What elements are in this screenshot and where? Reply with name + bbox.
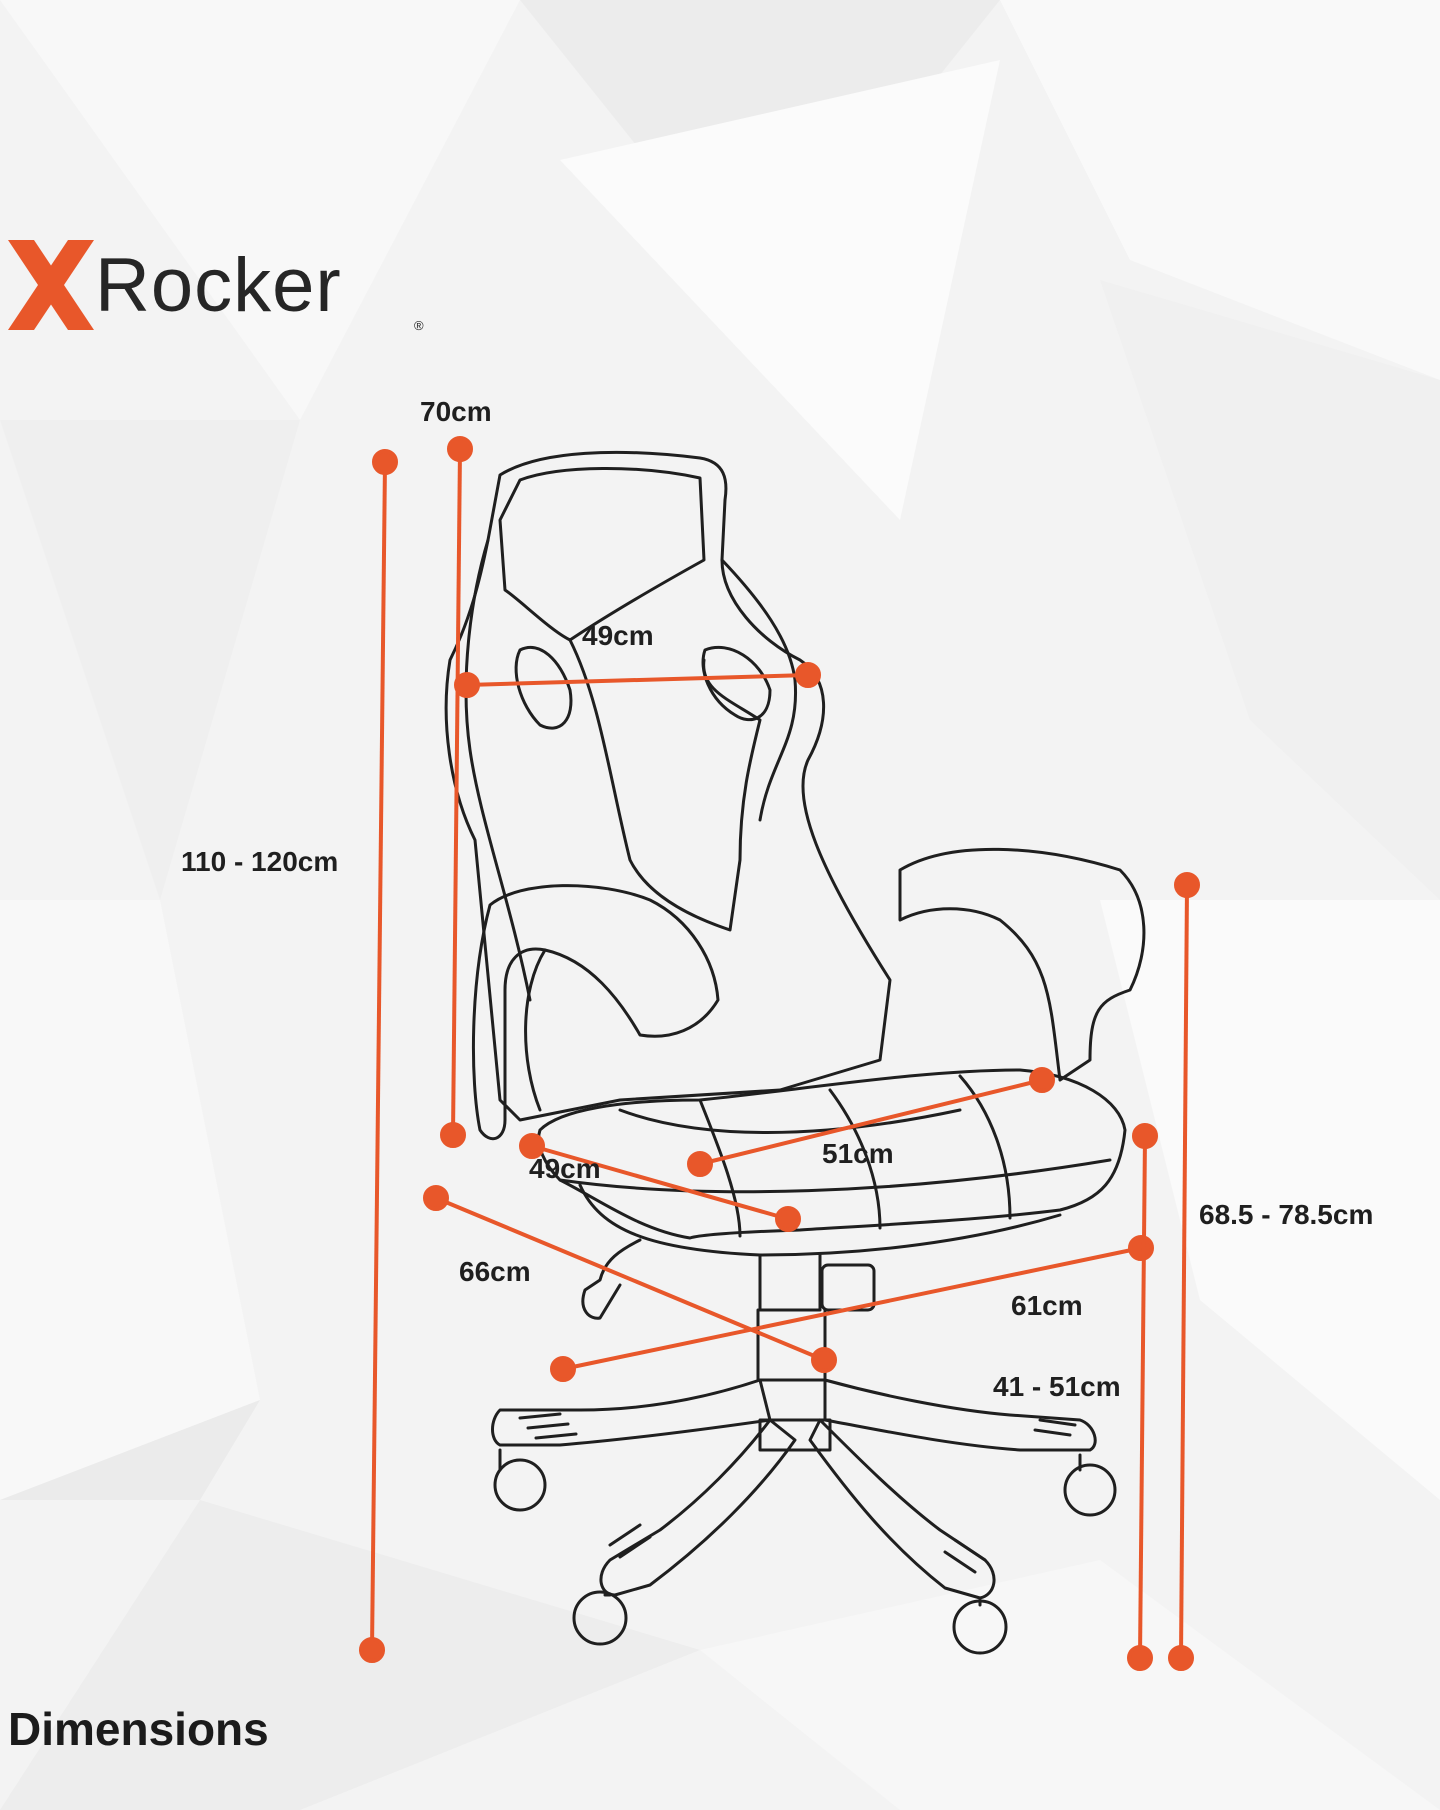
label-total-height: 110 - 120cm: [181, 846, 339, 877]
label-seat-depth: 49cm: [529, 1153, 601, 1184]
page-title: Dimensions: [8, 1703, 269, 1755]
chair-outline: [444, 450, 1146, 1655]
label-back-depth: 70cm: [420, 396, 492, 427]
dimension-lines: [359, 436, 1200, 1671]
registered-mark: ®: [414, 318, 424, 333]
label-arm-height: 68.5 - 78.5cm: [1199, 1199, 1374, 1230]
label-base-width-2: 61cm: [1011, 1290, 1083, 1321]
label-base-width-1: 66cm: [459, 1256, 531, 1287]
brand-name: Rocker: [95, 243, 342, 328]
label-back-width: 49cm: [582, 620, 654, 651]
label-seat-width: 51cm: [822, 1138, 894, 1169]
label-seat-height: 41 - 51cm: [993, 1371, 1121, 1402]
x-logo-icon: [8, 240, 94, 330]
